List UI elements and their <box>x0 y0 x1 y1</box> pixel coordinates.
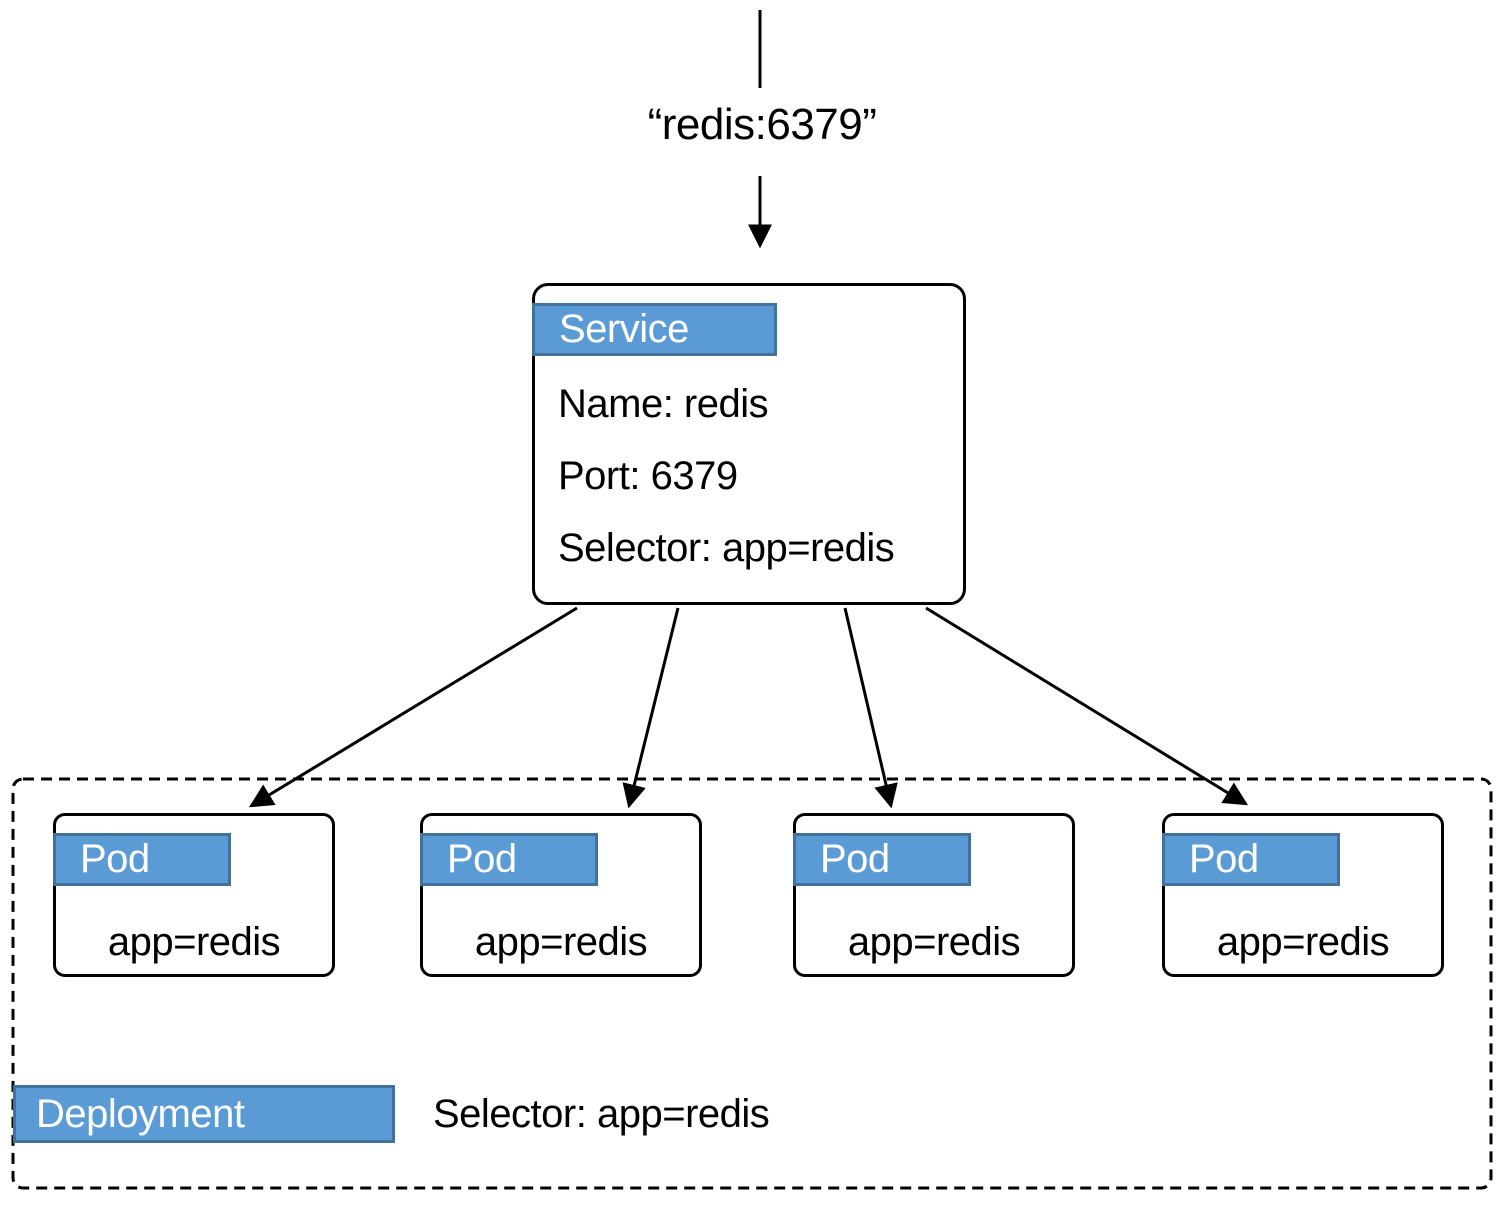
service-selector-line: Selector: app=redis <box>558 526 895 570</box>
pod-selector-label: app=redis <box>474 920 648 964</box>
pod-tag: Pod <box>1162 833 1340 886</box>
service-port-line: Port: 6379 <box>558 454 738 498</box>
pod-box-3: Pod app=redis <box>793 813 1075 977</box>
pod-box-1: Pod app=redis <box>53 813 335 977</box>
pod-tag: Pod <box>420 833 598 886</box>
ingress-address-label: “redis:6379” <box>647 100 877 149</box>
pod-tag: Pod <box>53 833 231 886</box>
arrow-service-to-pod-1 <box>248 606 578 808</box>
arrow-service-to-pod-3 <box>843 607 898 809</box>
deployment-boundary <box>11 777 1493 1190</box>
pod-box-2: Pod app=redis <box>420 813 702 977</box>
pod-tag: Pod <box>793 833 971 886</box>
service-box: Service Name: redis Port: 6379 Selector:… <box>532 283 966 605</box>
pod-selector-label: app=redis <box>1216 920 1390 964</box>
pod-box-4: Pod app=redis <box>1162 813 1444 977</box>
pod-selector-label: app=redis <box>847 920 1021 964</box>
pod-selector-label: app=redis <box>107 920 281 964</box>
arrow-service-to-pod-2 <box>622 607 680 809</box>
service-tag: Service <box>532 303 777 356</box>
deployment-tag: Deployment <box>13 1085 395 1143</box>
deployment-selector-label: Selector: app=redis <box>433 1092 770 1136</box>
service-name-line: Name: redis <box>558 382 769 426</box>
arrow-service-to-pod-4 <box>925 606 1249 806</box>
